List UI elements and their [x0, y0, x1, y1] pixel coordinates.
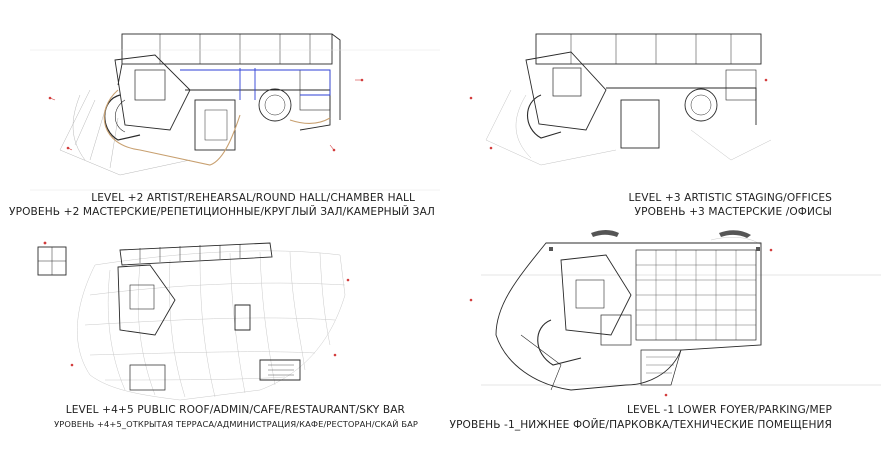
panel-level-plus-4-5: LEVEL +4+5 PUBLIC ROOF/ADMIN/CAFE/RESTAU…	[0, 225, 441, 450]
caption-ru-level-minus-1: УРОВЕНЬ -1_НИЖНЕЕ ФОЙЕ/ПАРКОВКА/ТЕХНИЧЕС…	[449, 419, 832, 431]
caption-ru-level-plus-4-5: УРОВЕНЬ +4+5_ОТКРЫТАЯ ТЕРРАСА/АДМИНИСТРА…	[54, 419, 418, 429]
caption-en-level-minus-1: LEVEL -1 LOWER FOYER/PARKING/MEP	[627, 404, 832, 416]
floor-plan-level-plus-3	[469, 33, 772, 166]
panel-level-plus-3: LEVEL +3 ARTISTIC STAGING/OFFICES УРОВЕН…	[441, 0, 882, 225]
caption-ru-level-plus-2: УРОВЕНЬ +2 МАСТЕРСКИЕ/РЕПЕТИЦИОННЫЕ/КРУГ…	[9, 206, 435, 218]
floor-plan-level-plus-2	[30, 33, 440, 191]
floor-plan-level-plus-4-5	[37, 241, 350, 401]
caption-ru-level-plus-3: УРОВЕНЬ +3 МАСТЕРСКИЕ /ОФИСЫ	[634, 206, 832, 218]
caption-en-level-plus-4-5: LEVEL +4+5 PUBLIC ROOF/ADMIN/CAFE/RESTAU…	[65, 404, 405, 416]
panel-level-plus-2: LEVEL +2 ARTIST/REHEARSAL/ROUND HALL/CHA…	[0, 0, 441, 225]
caption-en-level-plus-2: LEVEL +2 ARTIST/REHEARSAL/ROUND HALL/CHA…	[91, 192, 415, 204]
floor-plan-level-minus-1	[469, 230, 881, 397]
caption-en-level-plus-3: LEVEL +3 ARTISTIC STAGING/OFFICES	[628, 192, 832, 204]
panel-level-minus-1: LEVEL -1 LOWER FOYER/PARKING/MEP УРОВЕНЬ…	[441, 225, 882, 450]
